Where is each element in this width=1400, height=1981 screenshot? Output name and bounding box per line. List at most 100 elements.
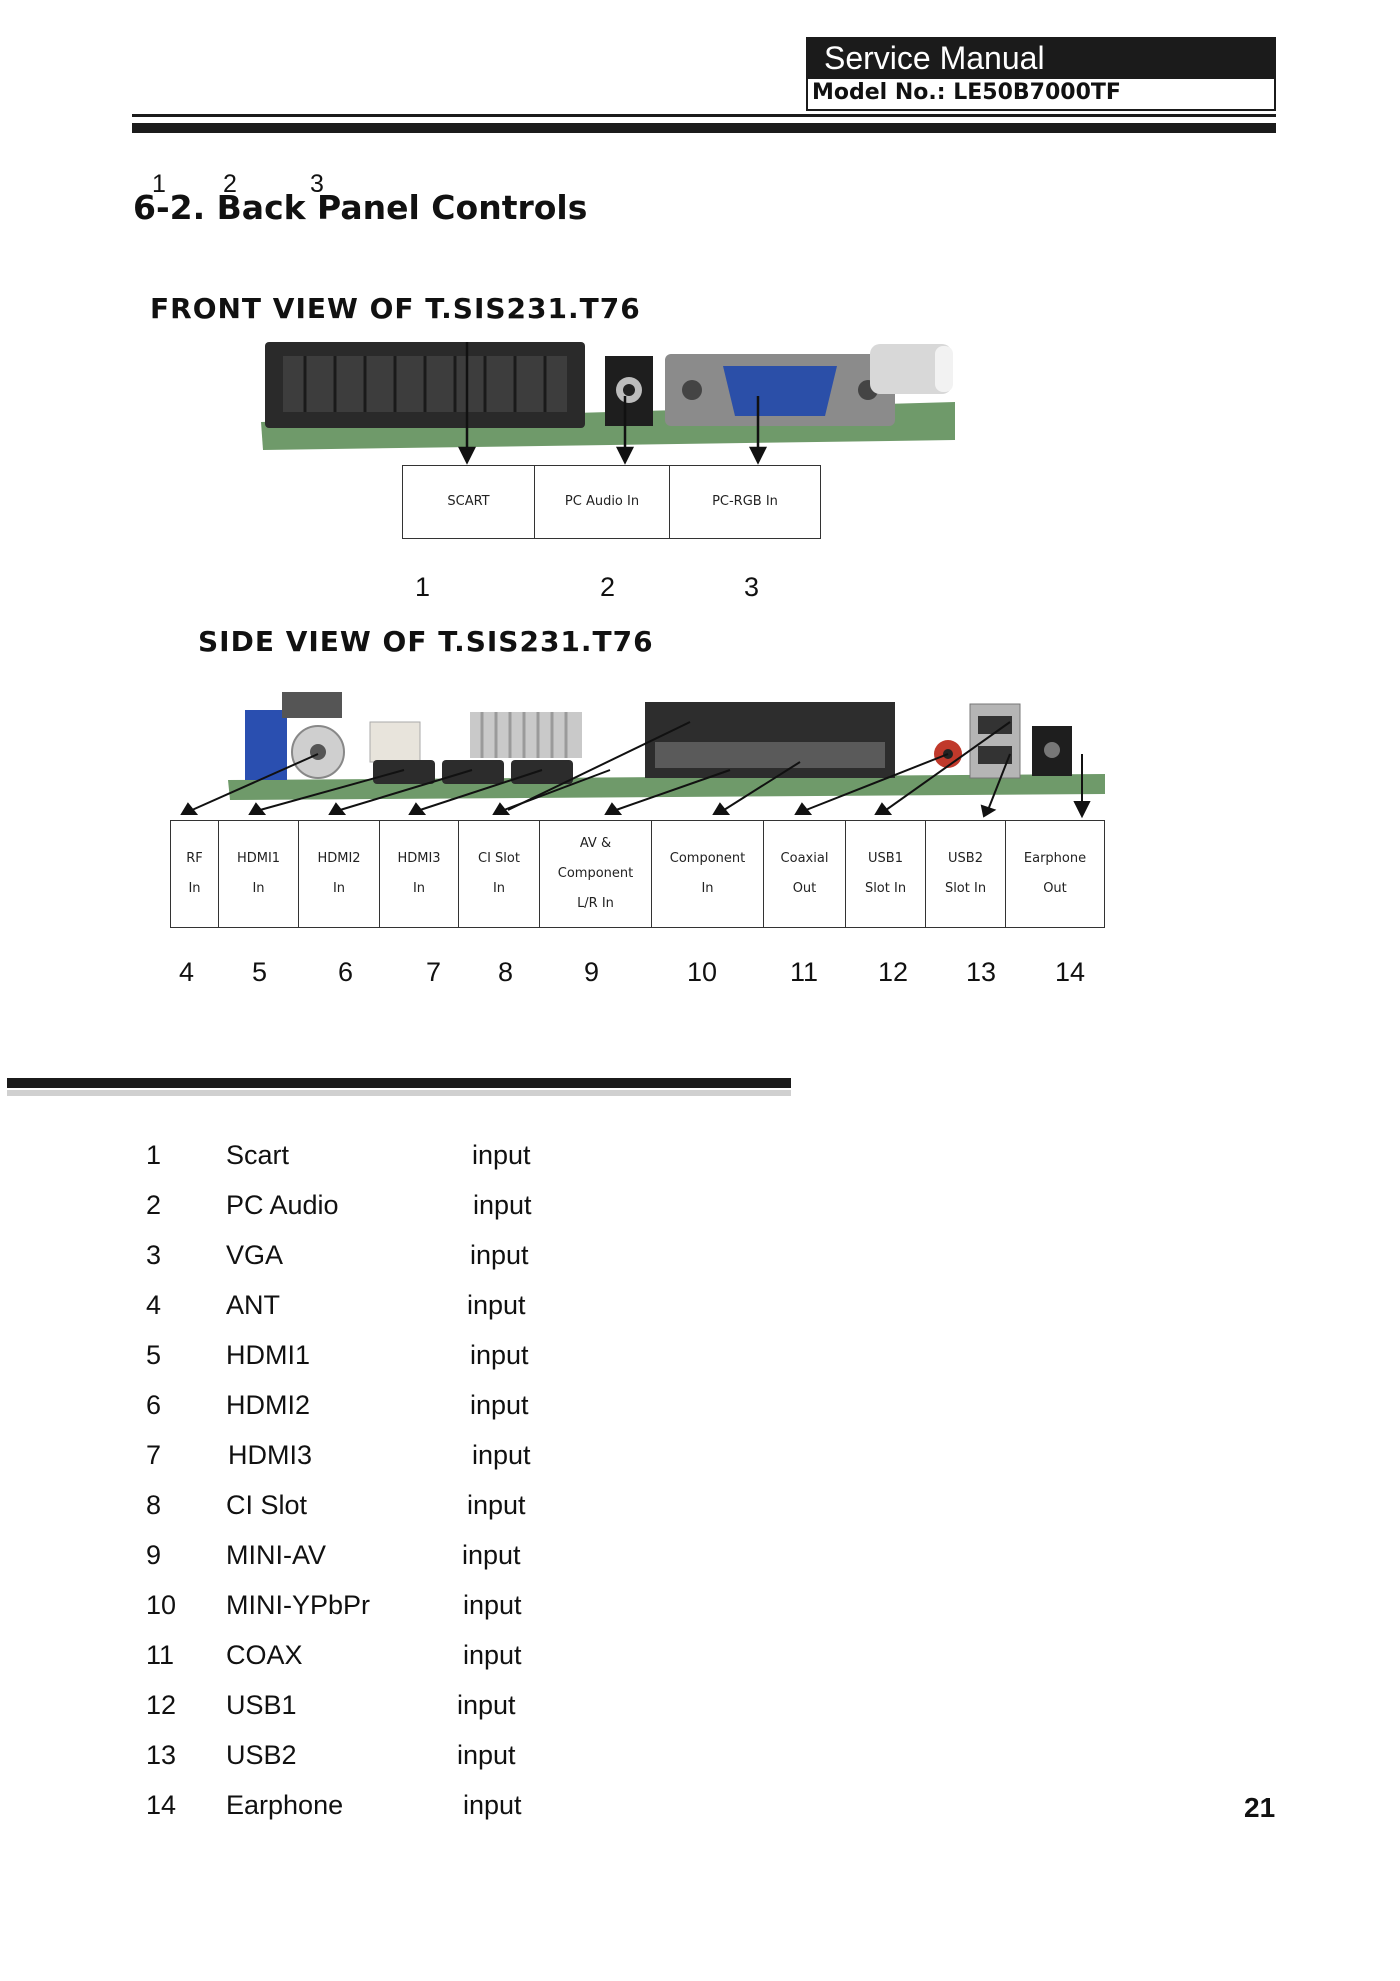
list-item-name: MINI-YPbPr xyxy=(226,1590,371,1620)
side-label-cell: RF In xyxy=(171,821,219,927)
front-number: 2 xyxy=(600,572,616,602)
hdmi2-port xyxy=(442,760,504,784)
overlay-number: 1 xyxy=(152,170,166,198)
list-item-number: 4 xyxy=(146,1290,162,1320)
usb2-port xyxy=(978,746,1012,764)
side-arrows xyxy=(180,721,1091,819)
side-number: 10 xyxy=(687,957,718,987)
side-label-text: In xyxy=(188,881,201,896)
list-item-type: input xyxy=(470,1390,529,1420)
side-label-cell: USB1 Slot In xyxy=(846,821,926,927)
vga-side-connector xyxy=(245,710,287,780)
front-arrows xyxy=(457,342,768,465)
divider-shadow xyxy=(7,1090,791,1096)
side-label-text: HDMI2 xyxy=(317,850,361,866)
side-label-text: Component xyxy=(669,850,746,866)
front-view-title: FRONT VIEW OF T.SIS231.T76 xyxy=(150,292,641,325)
list-item-number: 7 xyxy=(146,1440,162,1470)
list-item-number: 2 xyxy=(146,1190,162,1220)
side-number: 8 xyxy=(498,957,514,987)
side-label-text: Slot In xyxy=(944,881,987,896)
list-item-number: 14 xyxy=(146,1790,177,1820)
side-label-cell: HDMI3 In xyxy=(380,821,459,927)
front-label-text: PC Audio In xyxy=(564,493,640,509)
side-number: 9 xyxy=(584,957,600,987)
list-item-type: input xyxy=(470,1240,529,1270)
list-item-type: input xyxy=(467,1490,526,1520)
model-number: Model No.: LE50B7000TF xyxy=(806,79,1276,111)
list-item-number: 8 xyxy=(146,1490,162,1520)
side-label-table: RF In HDMI1 In HDMI2 In HDMI3 In CI Slot… xyxy=(170,820,1105,928)
side-label-cell: Earphone Out xyxy=(1006,821,1104,927)
side-label-text: CI Slot xyxy=(478,850,520,866)
list-item-name: HDMI1 xyxy=(226,1340,311,1370)
list-item-name: PC Audio xyxy=(226,1190,339,1220)
section-title: 6-2. Back Panel Controls xyxy=(133,188,588,227)
vga-screw-left xyxy=(682,380,702,400)
front-label-cell: PC-RGB In xyxy=(670,466,820,538)
side-label-cell: AV & Component L/R In xyxy=(540,821,652,927)
side-label-cell: HDMI2 In xyxy=(299,821,380,927)
header-rule-thick xyxy=(132,123,1276,133)
side-label-text: Out xyxy=(1043,881,1067,896)
list-item-type: input xyxy=(457,1690,516,1720)
front-number: 1 xyxy=(415,572,431,602)
list-item-number: 9 xyxy=(146,1540,162,1570)
list-item-name: MINI-AV xyxy=(226,1540,326,1570)
side-label-text: Out xyxy=(792,881,817,896)
front-label-cell: SCART xyxy=(403,466,535,538)
side-label-text: Slot In xyxy=(864,881,907,896)
front-label-text: PC-RGB In xyxy=(712,493,778,509)
list-item-number: 3 xyxy=(146,1240,162,1270)
front-board-illustration xyxy=(261,342,955,465)
side-label-text: Component xyxy=(557,865,634,881)
side-label-cell: USB2 Slot In xyxy=(926,821,1006,927)
list-item-type: input xyxy=(463,1640,522,1670)
header-box: Service Manual Model No.: LE50B7000TF xyxy=(806,37,1276,111)
list-item-number: 1 xyxy=(146,1140,162,1170)
side-number: 6 xyxy=(338,957,354,987)
side-label-text: In xyxy=(252,881,265,896)
list-item-type: input xyxy=(472,1140,531,1170)
side-label-text: In xyxy=(332,881,346,896)
side-label-text: In xyxy=(701,881,714,896)
side-label-cell: HDMI1 In xyxy=(219,821,299,927)
list-item-type: input xyxy=(457,1740,516,1770)
heatsink xyxy=(470,712,582,758)
side-label-text: HDMI1 xyxy=(236,850,281,866)
side-label-text: AV & xyxy=(579,835,612,851)
side-label-text: USB1 xyxy=(868,850,903,866)
overlay-number: 3 xyxy=(310,170,324,198)
side-label-text: USB2 xyxy=(948,850,983,866)
side-label-text: RF xyxy=(186,850,203,866)
front-number: 3 xyxy=(744,572,760,602)
list-item-number: 5 xyxy=(146,1340,162,1370)
list-item-name: ANT xyxy=(226,1290,280,1320)
list-item-name: COAX xyxy=(226,1640,303,1670)
list-item-number: 6 xyxy=(146,1390,162,1420)
vga-connector xyxy=(723,366,837,416)
front-label-text: SCART xyxy=(447,493,490,509)
tuner-cylinder xyxy=(870,344,952,394)
list-item-type: input xyxy=(462,1540,521,1570)
list-item-type: input xyxy=(473,1190,532,1220)
list-item-name: Scart xyxy=(226,1140,290,1170)
page-number: 21 xyxy=(1244,1792,1276,1823)
list-item-type: input xyxy=(467,1290,526,1320)
side-number: 11 xyxy=(790,957,819,987)
hdmi1-port xyxy=(373,760,435,784)
overlay-number: 2 xyxy=(223,170,237,198)
scart-pin-grid xyxy=(303,356,547,412)
list-item-name: VGA xyxy=(226,1240,284,1270)
usb1-port xyxy=(978,716,1012,734)
list-item-name: USB2 xyxy=(226,1740,297,1770)
list-item-number: 13 xyxy=(146,1740,177,1770)
list-item-type: input xyxy=(463,1590,522,1620)
list-item-name: CI Slot xyxy=(226,1490,308,1520)
side-label-text: HDMI3 xyxy=(397,850,441,866)
list-item-number: 12 xyxy=(146,1690,177,1720)
list-item-name: HDMI3 xyxy=(228,1440,313,1470)
front-label-cell: PC Audio In xyxy=(535,466,670,538)
divider-thick xyxy=(7,1078,791,1088)
list-item-name: Earphone xyxy=(226,1790,344,1820)
